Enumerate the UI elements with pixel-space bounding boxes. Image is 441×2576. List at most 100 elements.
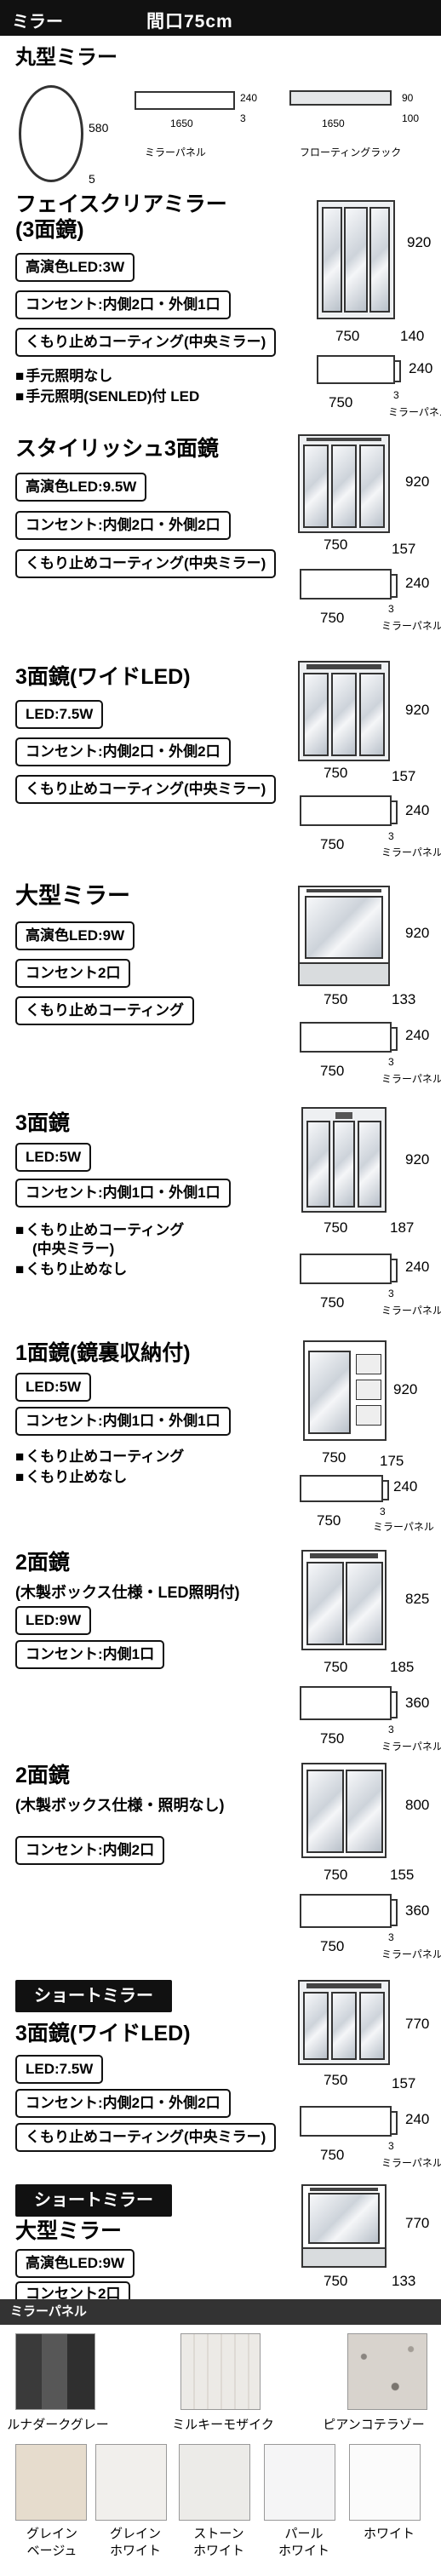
round-mirror-illustration: [19, 85, 83, 182]
cabinet-illustration: [301, 2184, 387, 2268]
dim-panel-width: 750: [320, 2147, 345, 2163]
dim-panel-height: 240: [405, 1027, 430, 1043]
dim-depth: 175: [380, 1453, 404, 1469]
section-short-large-mirror: ショートミラー 大型ミラー 高演色LED:9W コンセント2口 770 750 …: [0, 2184, 441, 2307]
dim-width: 750: [324, 1867, 348, 1883]
dim-depth: 157: [392, 768, 416, 784]
caption-mirror-panel: ミラーパネル: [381, 1305, 441, 1317]
dim-height: 770: [405, 2215, 430, 2231]
section-title: 1面鏡(鏡裏収納付): [15, 1341, 191, 1365]
note-antifog-detail: (中央ミラー): [32, 1241, 115, 1257]
caption-mirror-panel: ミラーパネル: [381, 1073, 441, 1085]
panel-swatch: [179, 2444, 250, 2521]
dim-rack-height: 90: [402, 92, 414, 104]
spec-led: LED:9W: [15, 1606, 92, 1635]
caption-mirror-panel: ミラーパネル: [381, 2157, 441, 2169]
section-3-mirror-wide-led: 3面鏡(ワイドLED) LED:7.5W コンセント:内側2口・外側2口 くもり…: [0, 656, 441, 860]
dim-width: 1650: [170, 118, 193, 129]
cabinet-illustration: [298, 661, 390, 761]
dim-depth: 157: [392, 541, 416, 557]
note-antifog: くもり止めコーティング: [15, 1218, 184, 1239]
dim-width: 750: [324, 2273, 348, 2289]
caption-mirror-panel: ミラーパネル: [145, 146, 206, 158]
dim-panel-thickness: 3: [388, 1724, 394, 1736]
dim-height: 920: [405, 925, 430, 941]
dim-panel-width: 750: [320, 1730, 345, 1747]
caption-mirror-panel: ミラーパネル: [373, 1521, 434, 1533]
spec-outlet: コンセント:内側2口: [15, 1836, 165, 1865]
panel-swatch: [180, 2333, 261, 2410]
caption-mirror-panel: ミラーパネル: [388, 406, 441, 418]
header-width: 間口75cm: [146, 12, 233, 32]
section-large-mirror: 大型ミラー 高演色LED:9W コンセント2口 くもり止めコーティング 920 …: [0, 877, 441, 1107]
mirror-panel-illustration: [300, 795, 398, 826]
cabinet-illustration: [298, 1980, 390, 2065]
section-title: 3面鏡(ワイドLED): [15, 2022, 191, 2045]
dim-width: 750: [324, 1659, 348, 1675]
spec-antifog: くもり止めコーティング(中央ミラー): [15, 775, 277, 804]
dim-width: 750: [324, 536, 348, 553]
dim-width: 750: [322, 1449, 346, 1466]
dim-panel-width: 750: [320, 1063, 345, 1079]
dim-panel-height: 240: [409, 360, 433, 376]
section-face-clear-mirror: フェイスクリアミラー (3面鏡) 高演色LED:3W コンセント:内側2口・外側…: [0, 192, 441, 439]
dim-panel-width: 750: [320, 1938, 345, 1954]
dim-panel-height: 240: [405, 575, 430, 591]
panel-swatch-label: ピアンコテラゾー: [323, 2418, 425, 2432]
dim-panel-thickness: 3: [388, 2140, 394, 2152]
mirror-panel-illustration: [135, 91, 235, 110]
caption-mirror-panel: ミラーパネル: [381, 1948, 441, 1960]
dim-panel-width: 750: [320, 836, 345, 852]
spec-led: 高演色LED:9.5W: [15, 473, 147, 502]
dim-rack-depth: 100: [402, 112, 420, 124]
spec-led: 高演色LED:3W: [15, 253, 135, 282]
dim-height: 920: [407, 234, 432, 250]
dim-width: 750: [324, 1219, 348, 1236]
dim-panel-thickness: 3: [388, 830, 394, 842]
section-2-mirror-led: 2面鏡 (木製ボックス仕様・LED照明付) LED:9W コンセント:内側1口 …: [0, 1550, 441, 1754]
dim-width: 750: [324, 991, 348, 1007]
cabinet-illustration: [301, 1550, 387, 1650]
dim-depth: 157: [392, 2075, 416, 2091]
dim-panel-thickness: 3: [388, 1288, 394, 1299]
panel-swatch-label: パール ホワイト: [278, 2527, 329, 2558]
dim-height: 920: [405, 473, 430, 490]
dim-panel-width: 750: [320, 1294, 345, 1311]
panel-swatch-label: ルナダークグレー: [7, 2418, 109, 2432]
section-title-line2: (3面鏡): [15, 218, 84, 242]
section-title: 大型ミラー: [15, 883, 130, 909]
section-title: 大型ミラー: [15, 2219, 123, 2243]
caption-mirror-panel: ミラーパネル: [381, 1741, 441, 1753]
dim-height: 920: [393, 1381, 418, 1397]
panel-swatch-label: ミルキーモザイク: [172, 2418, 274, 2432]
section-subtitle: (木製ボックス仕様・照明なし): [15, 1797, 225, 1814]
dim-rack-width: 1650: [322, 118, 345, 129]
dim-height: 920: [405, 1151, 430, 1168]
mirror-panel-illustration: [300, 569, 398, 600]
short-mirror-tag: ショートミラー: [15, 2184, 172, 2217]
dim-panel-height: 240: [405, 802, 430, 818]
caption-mirror-panel: ミラーパネル: [381, 620, 441, 632]
caption-mirror-panel: ミラーパネル: [381, 846, 441, 858]
note-no-antifog: くもり止めなし: [15, 1257, 127, 1278]
caption-floating-rack: フローティングラック: [300, 146, 402, 158]
note-lighting: 手元照明(SENLED)付 LED: [15, 384, 199, 405]
note-no-lighting: 手元照明なし: [15, 364, 112, 385]
section-2-mirror-no-light: 2面鏡 (木製ボックス仕様・照明なし) コンセント:内側2口 800 750 1…: [0, 1763, 441, 1967]
dim-width: 750: [324, 2072, 348, 2088]
section-title: 2面鏡: [15, 1764, 70, 1787]
spec-antifog: くもり止めコーティング(中央ミラー): [15, 549, 277, 578]
dim-depth: 133: [392, 2273, 416, 2289]
dim-panel-thickness: 3: [388, 603, 394, 615]
mirror-panel-illustration: [300, 1894, 398, 1928]
dim-width: 750: [335, 328, 360, 344]
spec-outlet: コンセント:内側1口・外側1口: [15, 1407, 231, 1436]
mirror-panel-illustration: [300, 2106, 398, 2137]
mirror-panel-illustration: [300, 1475, 389, 1502]
dim-depth: 140: [400, 328, 425, 344]
panel-swatch: [95, 2444, 167, 2521]
spec-outlet: コンセント:内側2口・外側2口: [15, 737, 231, 766]
mirror-panel-illustration: [300, 1686, 398, 1720]
panel-swatch: [15, 2333, 95, 2410]
